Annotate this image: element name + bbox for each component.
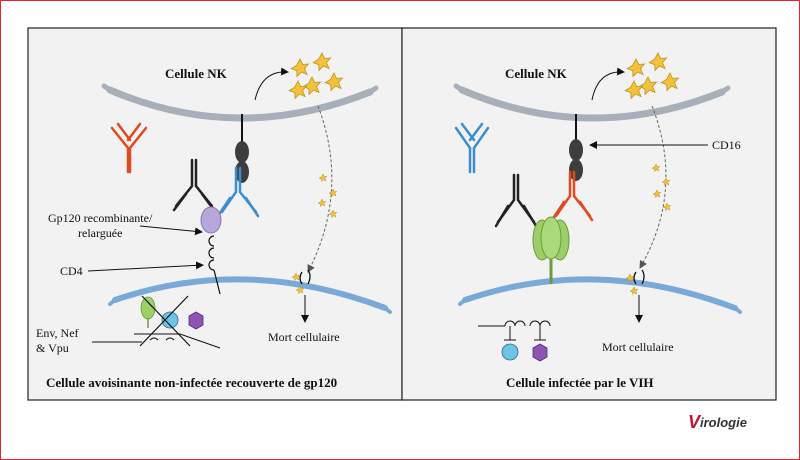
cd16-right xyxy=(569,114,583,181)
logo-v: V xyxy=(688,412,702,432)
cd4-chain-left xyxy=(208,235,221,295)
target-membrane-right xyxy=(462,276,738,311)
release-arrow-right xyxy=(591,67,625,101)
nk-membrane-right xyxy=(458,86,726,122)
gp120-pointer xyxy=(139,225,203,236)
target-membrane-left xyxy=(112,276,388,311)
gp120-recombinant xyxy=(200,206,222,234)
viral-proteins-crossed xyxy=(92,295,221,349)
cd4-pointer xyxy=(87,261,204,272)
antibody-red-left xyxy=(110,122,148,174)
perforin-pore-left xyxy=(291,269,311,294)
nk-membrane-left xyxy=(106,86,374,122)
antibody-blue-right xyxy=(454,122,490,174)
death-label-right: Mort cellulaire xyxy=(602,340,674,354)
trajectory-left xyxy=(307,105,333,273)
gp120-label-2: relarguée xyxy=(78,226,122,240)
cd16-label: CD16 xyxy=(712,138,741,152)
caption-right: Cellule infectée par le VIH xyxy=(506,375,654,390)
trajectory-right xyxy=(639,105,667,269)
virologie-logo: V irologie xyxy=(688,412,747,432)
perforin-pore-right xyxy=(625,269,645,295)
caption-left: Cellule avoisinante non-infectée recouve… xyxy=(46,375,337,390)
logo-rest: irologie xyxy=(700,415,747,430)
intracellular-proteins-right xyxy=(478,320,551,362)
antibody-black-right xyxy=(494,173,538,228)
env-label-1: Env, Nef xyxy=(36,326,79,340)
cd16-left xyxy=(235,114,249,183)
left-panel xyxy=(27,27,403,401)
cd4-label: CD4 xyxy=(60,264,83,278)
gp120-label-1: Gp120 recombinante/ xyxy=(48,211,153,225)
antibody-red-right xyxy=(550,170,594,222)
nk-label-right: Cellule NK xyxy=(505,66,568,81)
env-label-2: & Vpu xyxy=(36,341,69,355)
nk-label-left: Cellule NK xyxy=(165,66,228,81)
env-trimer xyxy=(532,216,570,284)
death-label-left: Mort cellulaire xyxy=(268,330,340,344)
release-arrow-left xyxy=(254,67,289,101)
antibody-black-left xyxy=(172,158,216,212)
